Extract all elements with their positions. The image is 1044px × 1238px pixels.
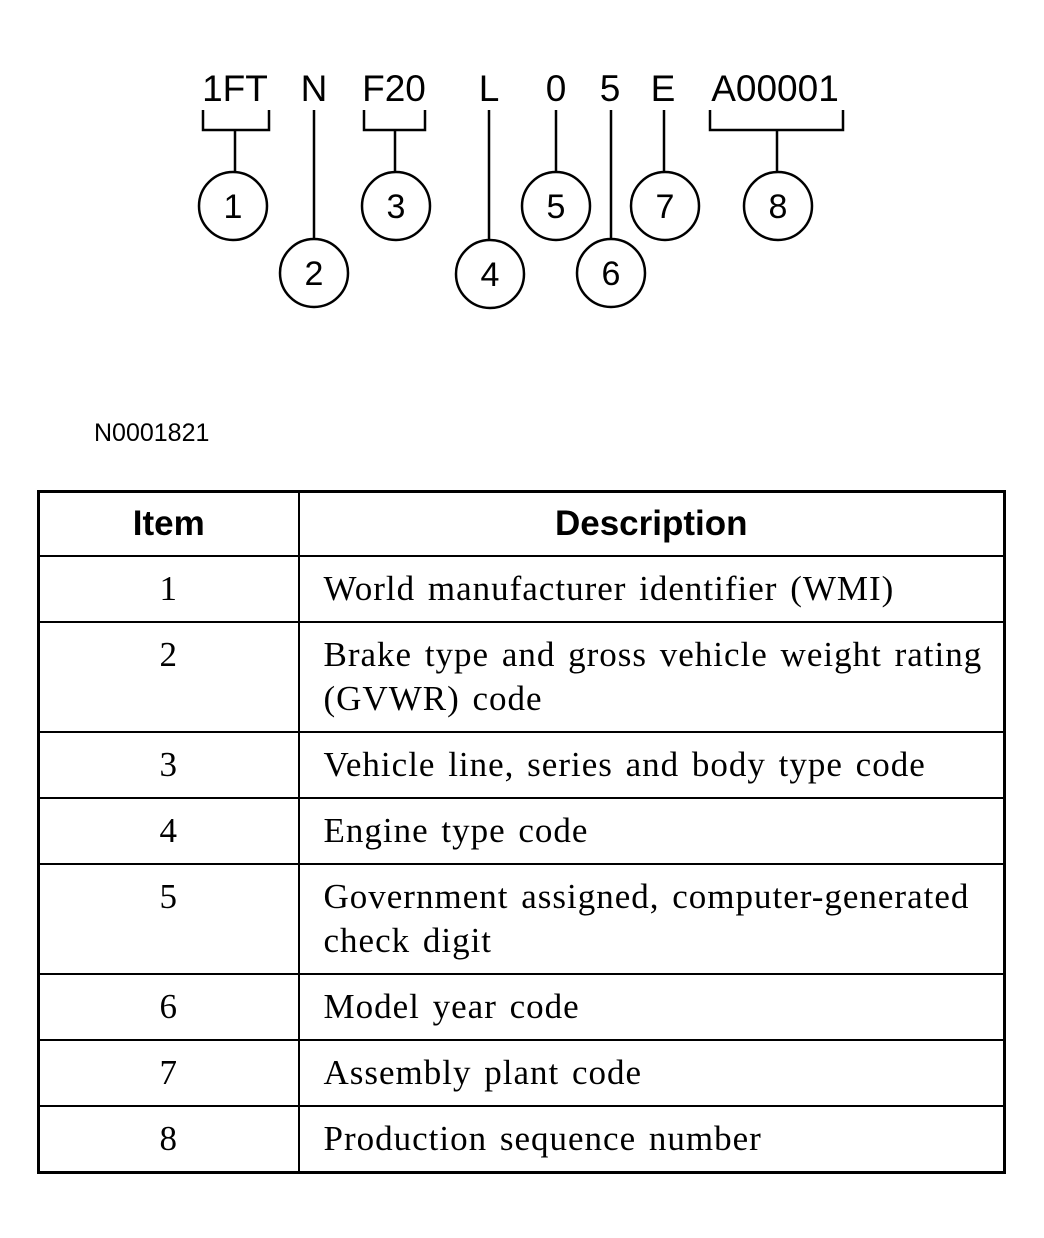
callout-circle-8 <box>742 170 814 242</box>
callout-number-5: 5 <box>547 188 566 226</box>
row-item-number: 1 <box>37 555 300 623</box>
callout-number-8: 8 <box>769 188 788 226</box>
callout-number-2: 2 <box>305 255 324 293</box>
callout-circle-7 <box>629 170 701 242</box>
table-row: 2 Brake type and gross vehicle weight ra… <box>37 621 1006 733</box>
row-description: Brake type and gross vehicle weight rati… <box>297 621 1006 733</box>
callout-number-4: 4 <box>481 256 500 294</box>
row-item-number: 5 <box>37 863 300 975</box>
callout-circle-4 <box>454 238 526 310</box>
row-description: Model year code <box>297 973 1006 1041</box>
vin-segment-5: 0 <box>546 68 567 109</box>
callout-circle-3 <box>360 170 432 242</box>
table-row: 8 Production sequence number <box>37 1105 1006 1174</box>
table-row: 1 World manufacturer identifier (WMI) <box>37 555 1006 623</box>
row-item-number: 3 <box>37 731 300 799</box>
figure-id: N0001821 <box>94 419 210 447</box>
callout-number-7: 7 <box>656 188 675 226</box>
row-description: Engine type code <box>297 797 1006 865</box>
table-row: 3 Vehicle line, series and body type cod… <box>37 731 1006 799</box>
callout-circle-5 <box>520 170 592 242</box>
vin-segment-1: 1FT <box>202 68 268 109</box>
vin-segment-2: N <box>301 68 328 109</box>
row-item-number: 6 <box>37 973 300 1041</box>
vin-callout-diagram: 1FT N F20 L 0 5 E A00001 1 2 3 4 5 6 7 8 <box>197 68 845 310</box>
row-item-number: 8 <box>37 1105 300 1174</box>
bracket-1 <box>201 110 271 172</box>
vin-segment-4: L <box>479 68 500 109</box>
table-row: 5 Government assigned, computer-generate… <box>37 863 1006 975</box>
row-description: Production sequence number <box>297 1105 1006 1174</box>
vin-segment-8: A00001 <box>711 68 839 109</box>
callout-circle-1 <box>197 170 269 242</box>
table-header-row: Item Description <box>37 490 1006 557</box>
vin-description-table: Item Description 1 World manufacturer id… <box>37 490 1006 1174</box>
callout-number-6: 6 <box>602 255 621 293</box>
callout-number-1: 1 <box>224 188 243 226</box>
header-description: Description <box>297 490 1006 557</box>
table-row: 6 Model year code <box>37 973 1006 1041</box>
row-description: Assembly plant code <box>297 1039 1006 1107</box>
table-row: 7 Assembly plant code <box>37 1039 1006 1107</box>
vin-segment-7: E <box>651 68 676 109</box>
callout-number-3: 3 <box>387 188 406 226</box>
vin-segment-6: 5 <box>600 68 621 109</box>
header-item: Item <box>37 490 300 557</box>
row-item-number: 7 <box>37 1039 300 1107</box>
bracket-8 <box>708 110 845 172</box>
row-item-number: 2 <box>37 621 300 733</box>
vin-segment-3: F20 <box>362 68 426 109</box>
table-row: 4 Engine type code <box>37 797 1006 865</box>
bracket-3 <box>362 110 427 172</box>
row-description: Government assigned, computer-generated … <box>297 863 1006 975</box>
row-item-number: 4 <box>37 797 300 865</box>
callout-circle-6 <box>575 237 647 309</box>
row-description: Vehicle line, series and body type code <box>297 731 1006 799</box>
row-description: World manufacturer identifier (WMI) <box>297 555 1006 623</box>
callout-circle-2 <box>278 237 350 309</box>
